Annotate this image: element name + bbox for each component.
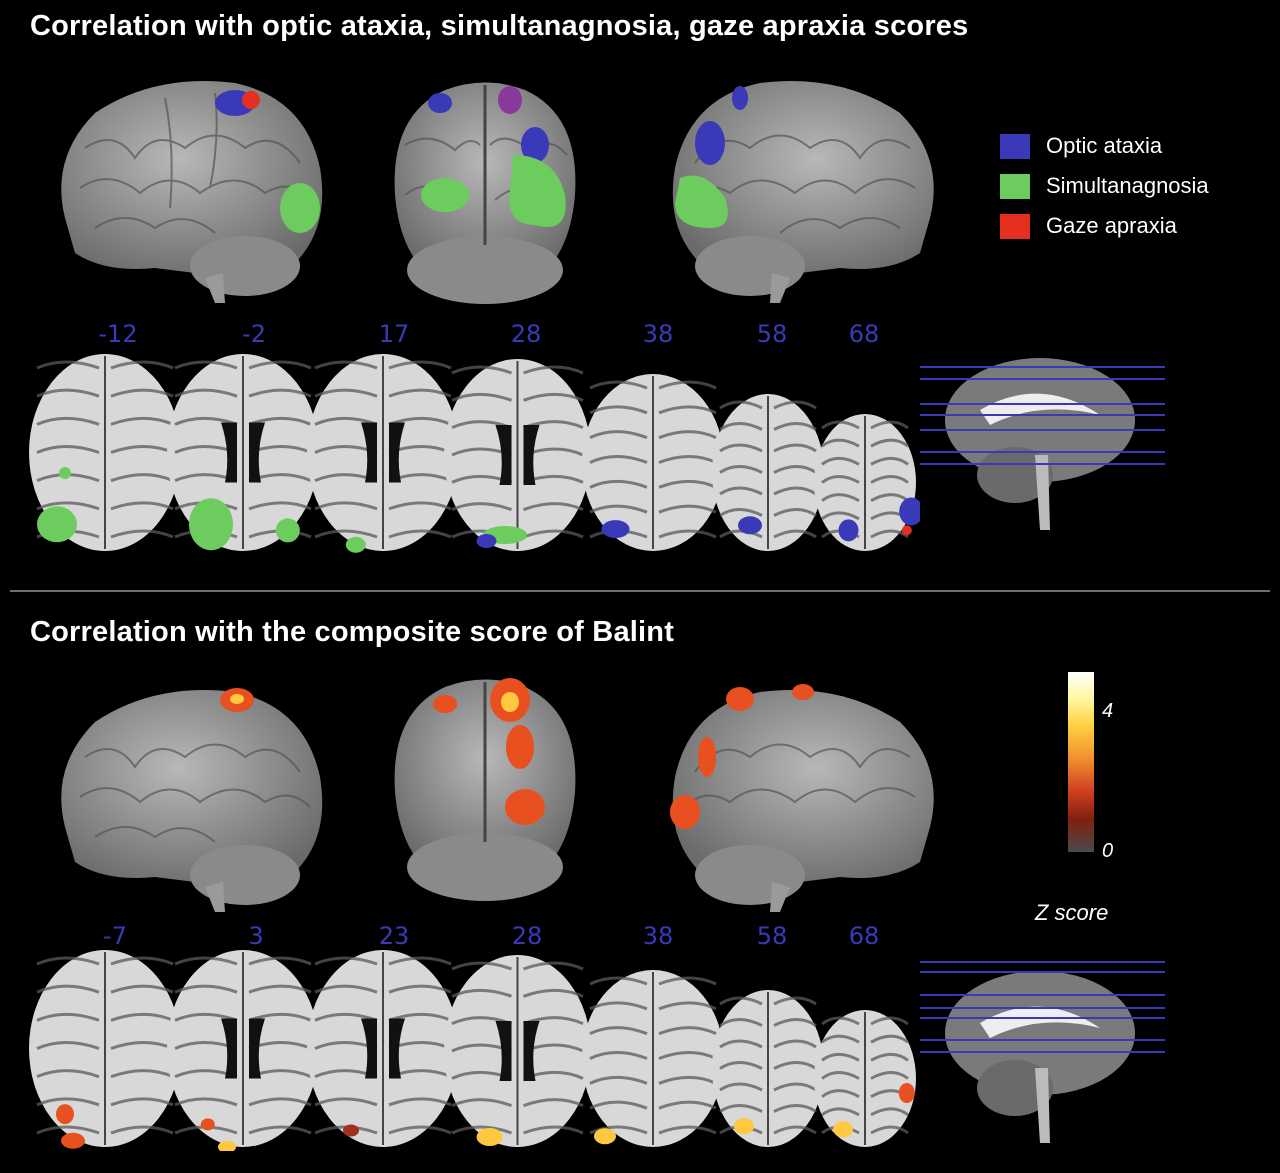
axial-slice-6 — [712, 990, 824, 1147]
activation-cluster — [898, 1083, 915, 1103]
posterior-brain-bottom — [394, 678, 576, 901]
activation-cluster — [476, 1128, 503, 1146]
axial-slice-2 — [167, 354, 319, 551]
bottom-title: Correlation with the composite score of … — [30, 616, 675, 648]
left-lateral-brain-top — [61, 81, 323, 303]
slice-label-top-2: -2 — [242, 320, 266, 348]
activation-cluster — [601, 520, 630, 539]
axial-slice-4 — [444, 359, 591, 551]
legend-label-simultanagnosia: Simultanagnosia — [1046, 173, 1209, 198]
slice-label-bottom-2: 3 — [248, 922, 264, 950]
slice-label-bottom-3: 23 — [378, 922, 410, 950]
activation-cluster — [200, 1118, 215, 1131]
activation-cluster — [61, 1132, 85, 1149]
axial-slice-5 — [582, 970, 724, 1147]
activation-cluster — [37, 506, 77, 543]
left-lateral-brain-bottom — [61, 688, 323, 912]
axial-slice-6 — [712, 394, 824, 551]
right-lateral-brain-top — [672, 81, 934, 303]
slice-label-bottom-5: 38 — [642, 922, 674, 950]
panel-divider — [10, 590, 1270, 592]
slice-label-top-4: 28 — [510, 320, 542, 348]
slice-label-top-1: -12 — [98, 320, 138, 348]
right-lateral-brain-bottom — [670, 684, 934, 912]
axial-slice-1 — [29, 950, 181, 1149]
sagittal-brain-top — [920, 358, 1165, 530]
activation-cluster — [218, 1140, 236, 1151]
activation-cluster — [345, 536, 366, 553]
activation-cluster — [899, 497, 920, 526]
activation-cluster — [56, 1104, 74, 1125]
slice-label-top-3: 17 — [378, 320, 410, 348]
legend-item-gaze-apraxia: Gaze apraxia — [1000, 206, 1209, 246]
slice-label-bottom-7: 68 — [848, 922, 880, 950]
axial-slice-3 — [307, 950, 459, 1147]
slice-label-top-6: 58 — [756, 320, 788, 348]
bottom-panel: Correlation with the composite score of … — [0, 592, 1280, 1173]
axial-slice-1 — [29, 354, 181, 551]
axial-slice-3 — [307, 354, 459, 553]
swatch-optic-ataxia — [1000, 133, 1030, 159]
swatch-simultanagnosia — [1000, 173, 1030, 199]
activation-cluster — [901, 525, 912, 536]
slice-label-bottom-1: -7 — [103, 922, 127, 950]
activation-cluster — [594, 1128, 616, 1145]
activation-cluster — [59, 467, 71, 479]
legend-item-simultanagnosia: Simultanagnosia — [1000, 166, 1209, 206]
activation-cluster — [476, 534, 497, 548]
activation-cluster — [275, 518, 300, 543]
activation-cluster — [838, 519, 859, 542]
activation-cluster — [343, 1124, 359, 1137]
activation-cluster — [734, 1118, 754, 1135]
slice-label-bottom-6: 58 — [756, 922, 788, 950]
sagittal-brain-bottom — [920, 961, 1165, 1143]
legend: Optic ataxia Simultanagnosia Gaze apraxi… — [1000, 126, 1209, 246]
axial-slice-7 — [814, 1010, 916, 1147]
legend-item-optic-ataxia: Optic ataxia — [1000, 126, 1209, 166]
axial-slice-2 — [167, 950, 319, 1151]
legend-label-optic-ataxia: Optic ataxia — [1046, 133, 1163, 158]
legend-label-gaze-apraxia: Gaze apraxia — [1046, 213, 1177, 238]
colorbar-title: Z score — [1035, 900, 1109, 925]
axial-slice-7 — [814, 414, 920, 551]
top-panel: Correlation with optic ataxia, simultana… — [29, 10, 1209, 553]
activation-cluster — [738, 516, 762, 535]
slice-label-bottom-4: 28 — [511, 922, 543, 950]
colorbar-min-label: 0 — [1102, 840, 1114, 862]
slice-label-top-7: 68 — [848, 320, 880, 348]
axial-slice-5 — [582, 374, 724, 551]
axial-slice-4 — [444, 955, 591, 1147]
activation-cluster — [189, 498, 233, 551]
colorbar-max-label: 4 — [1102, 700, 1114, 722]
slice-label-top-5: 38 — [642, 320, 674, 348]
top-title: Correlation with optic ataxia, simultana… — [30, 10, 969, 42]
swatch-gaze-apraxia — [1000, 213, 1030, 239]
z-score-colorbar — [1068, 672, 1094, 852]
activation-cluster — [833, 1121, 853, 1138]
posterior-brain-top — [394, 82, 576, 304]
